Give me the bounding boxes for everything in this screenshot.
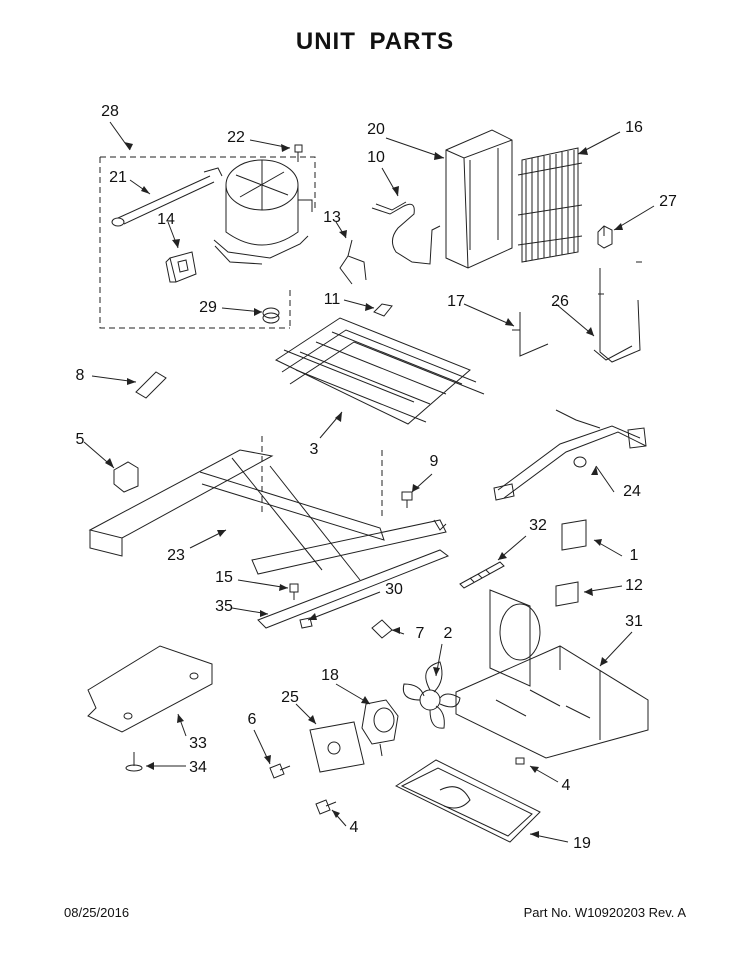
filter-drier-shape xyxy=(112,168,222,226)
callout-21: 21 xyxy=(109,169,127,186)
compressor-group-boundary xyxy=(100,157,315,328)
callout-4-lower: 4 xyxy=(349,819,359,836)
callout-34: 34 xyxy=(189,759,207,776)
callout-2: 2 xyxy=(443,625,453,642)
callout-27: 27 xyxy=(659,193,677,210)
screw-9-shape xyxy=(402,492,412,508)
housing-shape xyxy=(446,130,512,268)
callout-25: 25 xyxy=(281,689,299,706)
callout-9: 9 xyxy=(429,453,439,470)
relay-shape xyxy=(166,252,196,282)
footer-date: 08/25/2016 xyxy=(64,905,130,920)
callout-18: 18 xyxy=(321,667,339,684)
callout-7: 7 xyxy=(415,625,425,642)
capillary-tube-shape xyxy=(594,262,642,362)
motor-bracket-shape xyxy=(310,722,364,772)
screw-6-shape xyxy=(270,764,290,778)
grommet-7-shape xyxy=(372,620,392,638)
callout-22: 22 xyxy=(227,129,245,146)
plate-12-shape xyxy=(556,582,578,606)
clip-5-shape xyxy=(114,462,138,492)
bolt-22-shape xyxy=(295,145,302,162)
fan-blade-shape xyxy=(403,662,460,728)
compressor-shape xyxy=(214,160,312,264)
evaporator-shape xyxy=(276,318,484,424)
bracket-13-shape xyxy=(340,240,366,284)
machine-compartment-shape xyxy=(456,590,648,758)
callout-35: 35 xyxy=(215,598,233,615)
clip-27-shape xyxy=(598,226,612,248)
drain-pan-shape xyxy=(396,760,540,842)
lower-rail-shape xyxy=(258,520,448,628)
callout-14: 14 xyxy=(157,211,175,228)
callout-33: 33 xyxy=(189,735,207,752)
callout-6: 6 xyxy=(247,711,257,728)
callout-5: 5 xyxy=(75,431,85,448)
callout-12: 12 xyxy=(625,577,643,594)
callout-31: 31 xyxy=(625,613,643,630)
footer-part-number: Part No. W10920203 Rev. A xyxy=(523,905,686,920)
callout-28: 28 xyxy=(101,103,119,120)
callout-29: 29 xyxy=(199,299,217,316)
screw-4a-shape xyxy=(516,758,524,764)
heater-strip-shape xyxy=(460,562,504,588)
rail-frame-shape xyxy=(90,436,446,580)
callout-17: 17 xyxy=(447,293,465,310)
tube-17-shape xyxy=(512,312,548,356)
callout-10: 10 xyxy=(367,149,385,166)
callout-24: 24 xyxy=(623,483,641,500)
callout-4-upper: 4 xyxy=(561,777,571,794)
grommet-shape xyxy=(263,308,279,323)
callout-19: 19 xyxy=(573,835,591,852)
panel-33-shape xyxy=(88,646,212,732)
callout-26: 26 xyxy=(551,293,569,310)
callout-30: 30 xyxy=(385,581,403,598)
bracket-11-shape xyxy=(374,304,392,316)
page-title: UNIT PARTS xyxy=(295,28,455,55)
condenser-shape xyxy=(518,148,582,262)
screw-15-shape xyxy=(290,584,298,600)
callout-16: 16 xyxy=(625,119,643,136)
callout-23: 23 xyxy=(167,547,185,564)
pad-1-shape xyxy=(562,520,586,550)
callout-15: 15 xyxy=(215,569,233,586)
foot-34-shape xyxy=(126,752,142,771)
callout-13: 13 xyxy=(323,209,341,226)
callout-11: 11 xyxy=(323,291,341,308)
wire-harness-shape xyxy=(494,410,646,500)
arrowheads xyxy=(105,142,623,838)
screw-4-shape xyxy=(316,800,336,814)
callout-8: 8 xyxy=(75,367,85,384)
callout-3: 3 xyxy=(309,441,319,458)
tube-10-shape xyxy=(372,204,440,264)
callout-1: 1 xyxy=(629,547,639,564)
callout-20: 20 xyxy=(367,121,385,138)
callout-32: 32 xyxy=(529,517,547,534)
heater-8-shape xyxy=(136,372,166,398)
fan-motor-shape xyxy=(362,700,398,756)
